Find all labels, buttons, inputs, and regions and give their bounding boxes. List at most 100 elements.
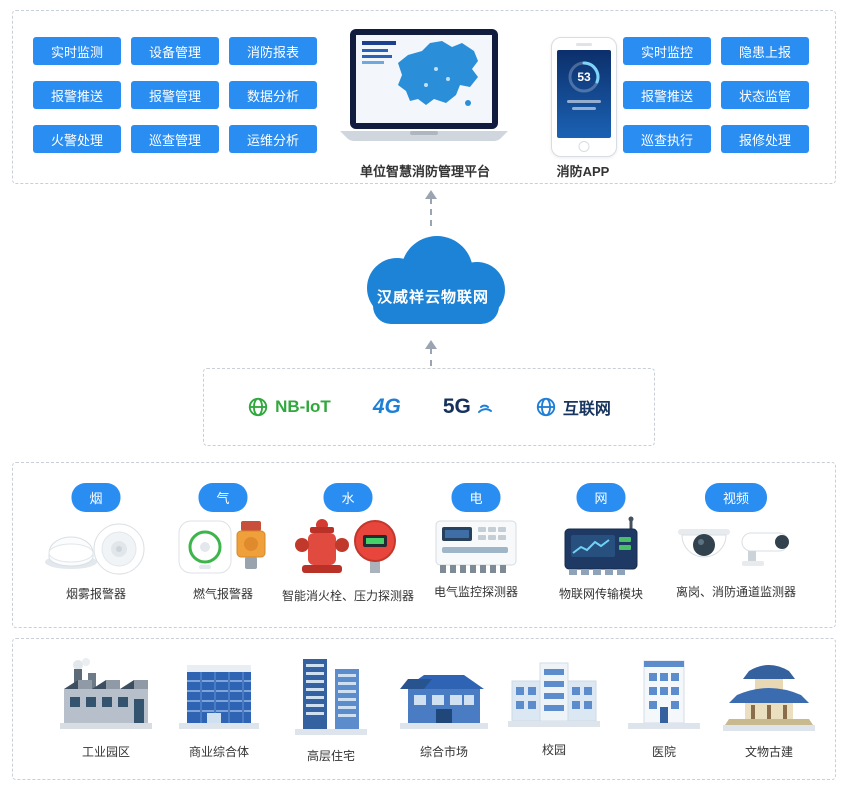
platform-left-features: 实时监测 设备管理 消防报表 报警推送 报警管理 数据分析 火警处理 巡查管理 … — [33, 37, 317, 153]
buildings-section: 工业园区 商业综合体 — [12, 638, 836, 780]
building-industrial-park: 工业园区 — [56, 655, 156, 760]
platform-section: 实时监测 设备管理 消防报表 报警推送 报警管理 数据分析 火警处理 巡查管理 … — [12, 10, 836, 184]
device-label: 电气监控探测器 — [433, 585, 518, 599]
feature-button-fire-handling[interactable]: 火警处理 — [33, 125, 121, 153]
feature-button-ops-analysis[interactable]: 运维分析 — [229, 125, 317, 153]
internet-globe-icon — [536, 397, 556, 417]
app-gauge: 53 — [565, 58, 603, 96]
phone-illustration: 53 — [551, 37, 617, 157]
feature-button-patrol-mgmt[interactable]: 巡查管理 — [131, 125, 219, 153]
arrow-dash — [430, 348, 432, 366]
building-highrise-residence: 高层住宅 — [285, 655, 377, 764]
phone-home-button — [578, 141, 590, 152]
gauge-ring — [568, 61, 600, 93]
feature-button-fire-report[interactable]: 消防报表 — [229, 37, 317, 65]
feature-button-status-supervision[interactable]: 状态监管 — [721, 81, 809, 109]
heritage-building-icon — [723, 665, 815, 731]
app-title: 消防APP — [556, 164, 610, 179]
device-hydrant-pressure: 智能消火栓、压力探测器 — [282, 515, 414, 604]
devices-section: 烟 气 水 电 网 视频 烟雾报警器 — [12, 462, 836, 628]
device-label: 智能消火栓、压力探测器 — [281, 589, 415, 603]
category-pill-network[interactable]: 网 — [576, 483, 626, 512]
cloud-label: 汉威祥云物联网 — [376, 289, 489, 306]
phone-text-line — [567, 100, 601, 103]
4g-label: 4G — [372, 395, 401, 418]
network-row: NB-IoT 4G 5G 互联网 — [204, 369, 654, 445]
cloud-icon — [367, 236, 505, 324]
category-pill-video[interactable]: 视频 — [704, 483, 768, 512]
gauge-value: 53 — [577, 70, 591, 84]
building-label: 综合市场 — [419, 745, 468, 759]
campus-icon — [508, 662, 600, 727]
platform-right-features: 实时监控 隐患上报 报警推送 状态监管 巡查执行 报修处理 — [623, 37, 809, 153]
feature-button-alarm-push[interactable]: 报警推送 — [33, 81, 121, 109]
feature-button-device-mgmt[interactable]: 设备管理 — [131, 37, 219, 65]
nbiot-globe-icon — [248, 397, 268, 417]
platform-title: 单位智慧消防管理平台 — [359, 164, 490, 179]
feature-button-patrol-execution[interactable]: 巡查执行 — [623, 125, 711, 153]
category-pill-smoke[interactable]: 烟 — [71, 483, 121, 512]
network-4g: 4G — [373, 395, 401, 419]
feature-button-realtime-surveillance[interactable]: 实时监控 — [623, 37, 711, 65]
building-campus: 校园 — [506, 655, 602, 758]
feature-button-hazard-report[interactable]: 隐患上报 — [721, 37, 809, 65]
phone-screen: 53 — [557, 50, 611, 138]
building-label: 文物古建 — [744, 745, 793, 759]
network-5g: 5G — [443, 395, 493, 419]
iot-module-icon — [564, 516, 638, 575]
feature-button-alarm-mgmt[interactable]: 报警管理 — [131, 81, 219, 109]
building-label: 商业综合体 — [188, 745, 249, 759]
device-label: 物联网传输模块 — [558, 587, 643, 601]
electric-detector-icon — [435, 520, 517, 573]
internet-label: 互联网 — [562, 401, 611, 418]
device-label: 烟雾报警器 — [65, 587, 126, 601]
building-label: 校园 — [541, 743, 566, 757]
laptop-screen-map — [340, 29, 508, 141]
phone-text-line — [572, 107, 596, 110]
gas-detector-icon — [178, 520, 266, 574]
category-pill-gas[interactable]: 气 — [198, 483, 248, 512]
feature-button-data-analysis[interactable]: 数据分析 — [229, 81, 317, 109]
device-cameras: 离岗、消防通道监测器 — [672, 515, 800, 600]
building-label: 医院 — [651, 745, 676, 759]
network-internet: 互联网 — [535, 395, 611, 419]
highrise-icon — [295, 659, 367, 735]
network-nbiot: NB-IoT — [247, 396, 331, 418]
arrow-dash — [430, 198, 432, 226]
building-heritage: 文物古建 — [719, 655, 819, 760]
phone-speaker — [576, 43, 592, 46]
flow-arrow-up-top — [425, 190, 437, 226]
iot-cloud: 汉威祥云物联网 — [345, 228, 521, 338]
smoke-detector-icon — [45, 523, 145, 575]
feature-button-repair-handling[interactable]: 报修处理 — [721, 125, 809, 153]
commercial-building-icon — [179, 665, 259, 729]
nbiot-label: NB-IoT — [275, 397, 331, 416]
category-pill-water[interactable]: 水 — [323, 483, 373, 512]
5g-signal-icon — [477, 404, 492, 413]
building-label: 高层住宅 — [306, 749, 355, 763]
factory-icon — [60, 658, 152, 729]
fire-hydrant-icon — [294, 519, 396, 573]
device-electric-monitor: 电气监控探测器 — [428, 515, 524, 600]
arrow-head-icon — [425, 190, 437, 199]
device-iot-module: 物联网传输模块 — [553, 515, 649, 602]
camera-icon — [678, 529, 789, 566]
device-label: 离岗、消防通道监测器 — [675, 585, 796, 599]
building-market: 综合市场 — [394, 655, 494, 760]
arrow-head-icon — [425, 340, 437, 349]
laptop-illustration — [340, 29, 508, 150]
building-commercial-complex: 商业综合体 — [171, 655, 267, 760]
feature-button-alarm-push-app[interactable]: 报警推送 — [623, 81, 711, 109]
category-pill-electric[interactable]: 电 — [451, 483, 501, 512]
5g-label: 5G — [442, 395, 471, 418]
device-smoke-alarm: 烟雾报警器 — [43, 515, 149, 602]
device-gas-alarm: 燃气报警器 — [175, 515, 271, 602]
feature-button-realtime-monitor[interactable]: 实时监测 — [33, 37, 121, 65]
flow-arrow-up-bottom — [425, 340, 437, 366]
network-section: NB-IoT 4G 5G 互联网 — [203, 368, 655, 446]
building-hospital: 医院 — [622, 655, 706, 760]
building-label: 工业园区 — [81, 745, 130, 759]
device-label: 燃气报警器 — [192, 587, 253, 601]
market-icon — [400, 675, 488, 729]
